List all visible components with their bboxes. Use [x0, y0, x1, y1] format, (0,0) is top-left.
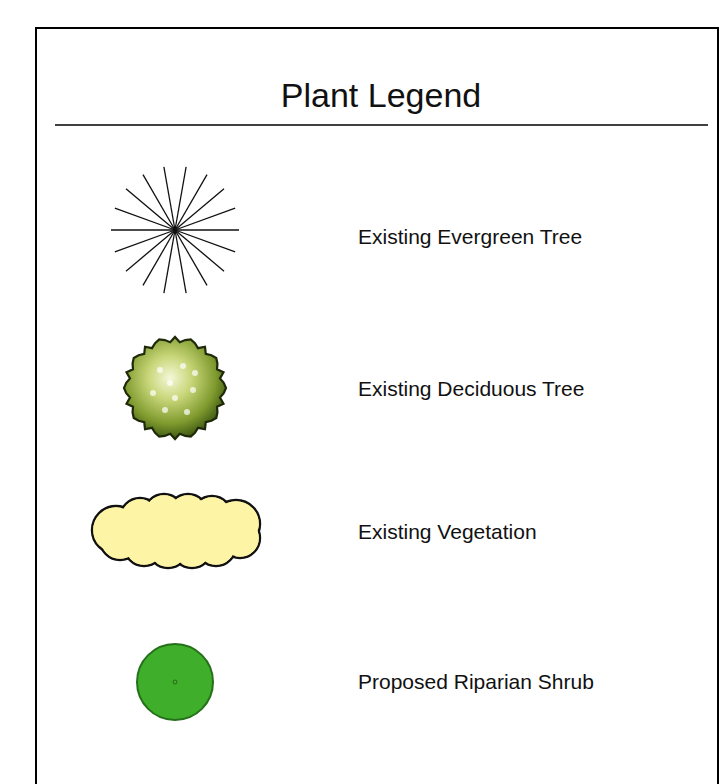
- legend-label: Existing Deciduous Tree: [358, 377, 584, 401]
- evergreen-ray: [164, 167, 175, 230]
- canopy-highlight: [157, 367, 163, 373]
- shrub-center: [173, 680, 177, 684]
- title-rule: [55, 124, 708, 125]
- evergreen-ray: [175, 189, 224, 230]
- canopy-highlight: [172, 395, 178, 401]
- evergreen-ray: [115, 230, 175, 252]
- evergreen-ray: [175, 230, 186, 293]
- canopy-highlight: [192, 370, 198, 376]
- evergreen-ray: [126, 189, 175, 230]
- evergreen-ray: [143, 230, 175, 285]
- shrub-circle: [137, 644, 213, 720]
- evergreen-ray: [175, 208, 235, 230]
- deciduous-canopy: [124, 337, 226, 439]
- legend-label: Existing Evergreen Tree: [358, 225, 582, 249]
- legend-label: Existing Vegetation: [358, 520, 537, 544]
- vegetation-fill: [187, 509, 229, 551]
- legend-title: Plant Legend: [281, 76, 481, 115]
- canopy-highlight: [162, 407, 168, 413]
- evergreen-ray: [175, 230, 224, 271]
- canopy-highlight: [180, 363, 186, 369]
- legend-label: Proposed Riparian Shrub: [358, 670, 594, 694]
- canopy-highlight: [150, 390, 156, 396]
- legend-symbol: [111, 167, 239, 293]
- evergreen-ray: [115, 208, 175, 230]
- legend-symbol: [137, 644, 213, 720]
- canopy-highlight: [167, 380, 173, 386]
- evergreen-ray: [126, 230, 175, 271]
- legend-symbol: [124, 337, 226, 439]
- canopy-highlight: [190, 387, 196, 393]
- evergreen-ray: [175, 229, 239, 230]
- legend-symbol: [92, 494, 260, 568]
- evergreen-ray: [175, 175, 207, 230]
- evergreen-ray: [111, 229, 175, 230]
- evergreen-ray: [175, 230, 235, 252]
- vegetation-fill: [127, 509, 169, 551]
- canopy-highlight: [184, 409, 190, 415]
- legend-frame: [36, 28, 718, 784]
